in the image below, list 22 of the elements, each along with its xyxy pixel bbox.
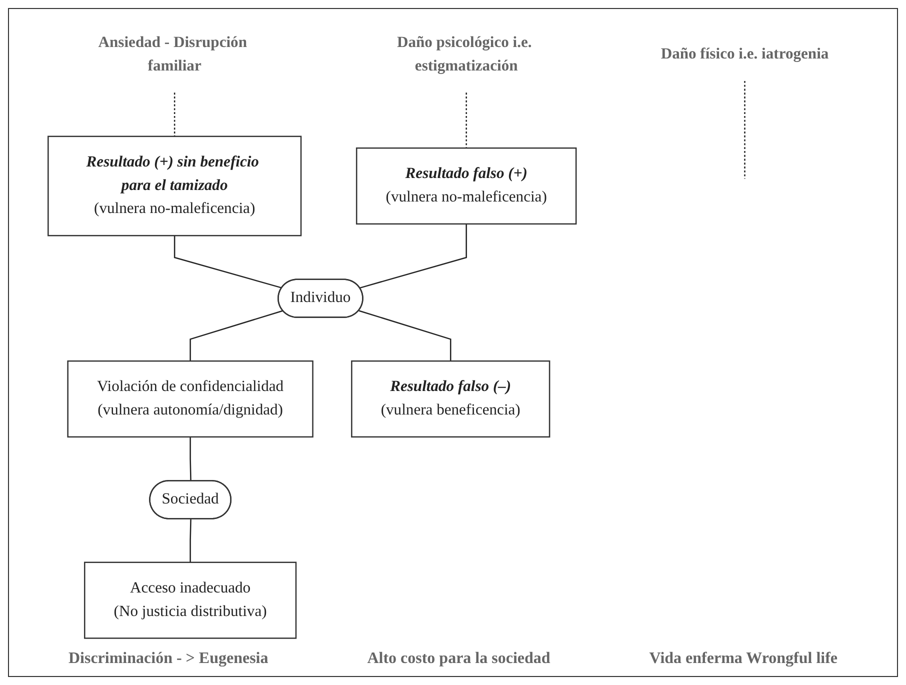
note-text: Daño psicológico i.e. estigmatización — [396, 34, 532, 74]
note-text: Ansiedad - Disrupción familiar — [98, 34, 247, 74]
text-box: Resultado falso (+) (vulnera no-maleficencia) — [356, 147, 577, 225]
connector-line — [190, 436, 192, 482]
text-box: Resultado (+) sin beneficio para el tamizado (vulnera no-maleficencia) — [48, 136, 302, 236]
ellipse-node: Sociedad — [149, 480, 232, 520]
connector-line — [190, 310, 284, 362]
dashed-line — [466, 92, 467, 148]
text-box: Violación de confidencialidad (vulnera autonomía/dignidad) — [67, 360, 314, 438]
dashed-line — [174, 92, 176, 136]
connector-line — [190, 519, 192, 562]
note-text: Alto costo para la sociedad — [367, 650, 550, 668]
ellipse-node: Individuo — [278, 278, 364, 318]
note-text: Discriminación - > Eugenesia — [68, 650, 268, 668]
note-text: Daño físico i.e. iatrogenia — [660, 46, 829, 62]
connector-line — [174, 236, 282, 289]
text-box: Resultado falso (–) (vulnera beneficencia) — [351, 360, 550, 438]
text-box: Acceso inadecuado (No justicia distributiva) — [84, 562, 297, 639]
note-text: Vida enferma Wrongful life — [649, 650, 838, 668]
connector-line — [358, 310, 452, 362]
dashed-line — [744, 80, 746, 179]
connector-line — [360, 224, 467, 289]
